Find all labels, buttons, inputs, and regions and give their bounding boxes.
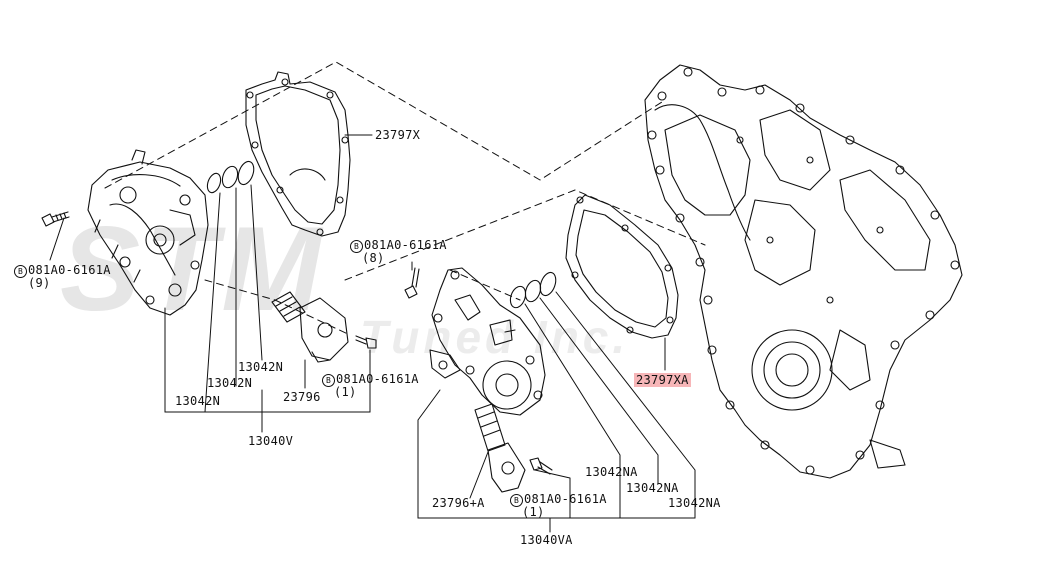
bolt-marker-icon: B [510,494,523,507]
label-bolt-solenoid-right-qty: (1) [522,505,545,519]
label-13042n-3: 13042N [175,394,221,408]
label-13042n-2: 13042N [207,376,253,390]
label-23797x: 23797X [375,128,421,142]
bolt-left [41,211,70,227]
bolt-middle-code: 081A0-6161A [364,238,447,252]
label-23797xa-highlight: 23797XA [634,373,691,387]
gasket-23797x [245,71,351,237]
label-13042n-1: 13042N [238,360,284,374]
dashed-guide-lines [104,61,706,336]
bolt-left-code: 081A0-6161A [28,263,111,277]
bolt-middle [404,267,420,299]
bolt-marker-icon: B [322,374,335,387]
watermark-logo: STM [60,202,326,336]
case-bolt-holes [647,67,960,475]
bolt-marker-icon: B [350,240,363,253]
label-bolt-middle-qty: (8) [362,251,385,265]
o-rings-middle [509,271,557,309]
label-bolt-solenoid-left-qty: (1) [334,385,357,399]
label-23797xa: 23797XA [634,373,691,387]
label-23796a: 23796+A [432,496,485,510]
bolt-solenoid-right-code: 081A0-6161A [524,492,607,506]
label-13042na-2: 13042NA [626,481,679,495]
timing-chain-case [644,64,963,479]
label-13040v: 13040V [248,434,294,448]
bolt-solenoid-left [355,335,377,349]
label-13042na-3: 13042NA [668,496,721,510]
solenoid-23796a [474,403,526,493]
label-13040va: 13040VA [520,533,573,547]
solenoid-23796 [271,291,349,363]
label-bolt-left-qty: (9) [28,276,51,290]
bolt-marker-icon: B [14,265,27,278]
label-13042na-1: 13042NA [585,465,638,479]
label-23796: 23796 [283,390,321,404]
o-rings-left [206,160,255,194]
bolt-solenoid-left-code: 081A0-6161A [336,372,419,386]
leader-lines [49,134,696,533]
gasket-23797xa [565,194,679,339]
vtc-cover-left [87,149,209,316]
vtc-cover-middle [429,267,546,416]
